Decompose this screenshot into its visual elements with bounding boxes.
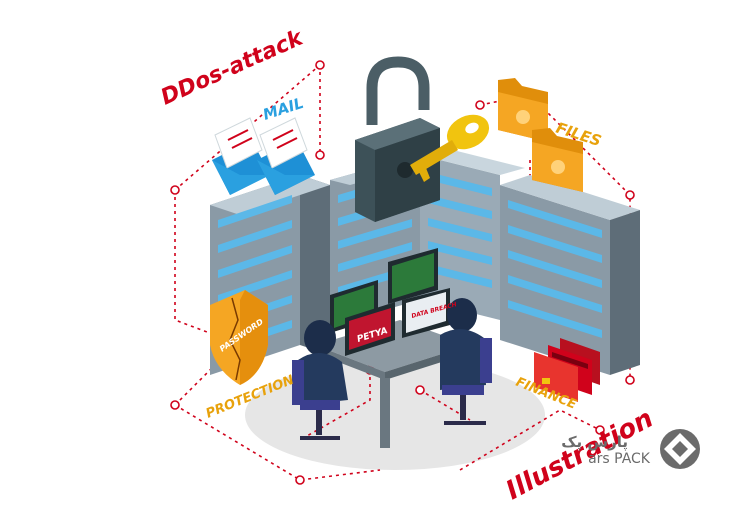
connection-nodes: [170, 60, 635, 485]
folder-icon: [498, 78, 548, 142]
envelope-icon: [257, 117, 315, 195]
hacker-figure: [440, 298, 492, 425]
hacker-figure: [292, 320, 348, 440]
watermark-latin-text: ars PACK: [588, 451, 651, 467]
monitor-icon: [345, 302, 395, 356]
padlock-icon: [355, 56, 440, 222]
folder-icon: [532, 128, 583, 192]
server-rack: [500, 175, 640, 375]
shield-icon: [210, 290, 268, 385]
monitor-icon: [388, 248, 438, 304]
credit-card-icon: [534, 352, 578, 402]
envelope-icon: [212, 117, 270, 195]
monitor-icon: [402, 288, 450, 338]
watermark-logo-icon: [660, 429, 700, 469]
key-icon: [410, 114, 490, 182]
watermark-persian-text: پارس پک: [561, 433, 628, 452]
mail-label: MAIL: [261, 94, 306, 124]
watermark: پارس پک ars PACK: [561, 429, 700, 469]
